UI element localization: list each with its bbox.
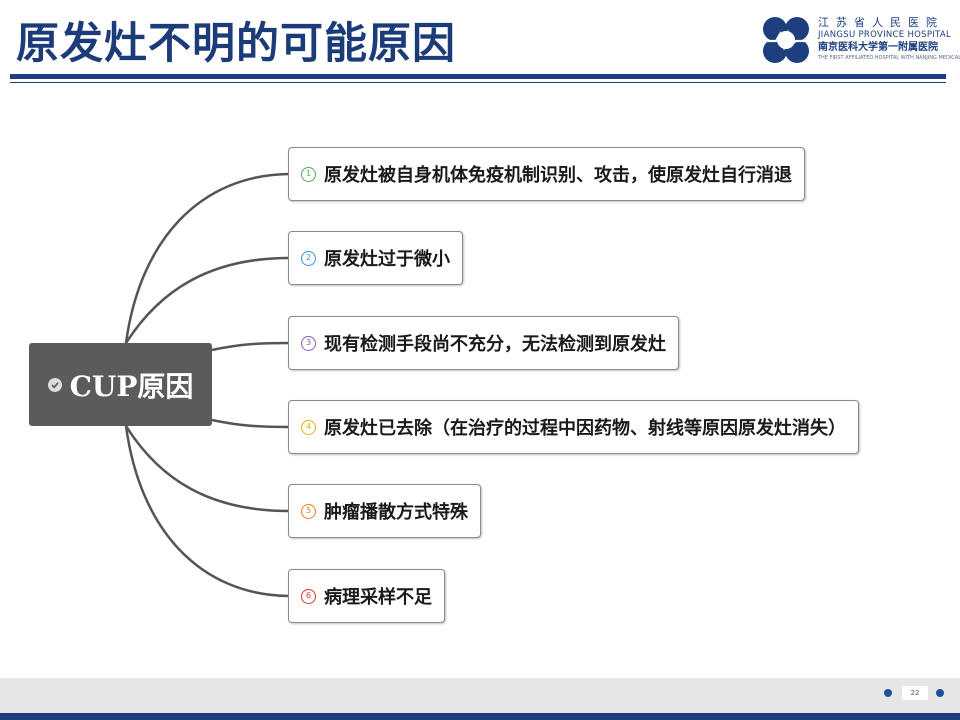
connector-2 (124, 256, 290, 344)
logo-name-cn: 江苏省人民医院 (818, 16, 944, 29)
priority-5-icon: 5 (301, 503, 316, 519)
branch-label: 原发灶已去除（在治疗的过程中因药物、射线等原因原发灶消失） (324, 418, 846, 439)
priority-2-icon: 2 (301, 250, 316, 266)
branch-node-3: 3 现有检测手段尚不充分，无法检测到原发灶 (288, 316, 679, 370)
priority-1-icon: 1 (301, 166, 316, 182)
footer-band (0, 678, 960, 713)
branch-node-1: 1 原发灶被自身机体免疫机制识别、攻击，使原发灶自行消退 (288, 147, 805, 201)
priority-6-icon: 6 (301, 588, 316, 604)
footer-bar (0, 713, 960, 720)
logo-affiliation-en: THE FIRST AFFILIATED HOSPITAL WITH NANJI… (818, 55, 960, 61)
branch-node-2: 2 原发灶过于微小 (288, 231, 463, 285)
page-number: 22 (902, 686, 928, 700)
slide-title: 原发灶不明的可能原因 (16, 19, 456, 69)
connector-1 (124, 172, 290, 344)
connector-5 (124, 425, 290, 513)
root-label: CUP原因 (69, 369, 194, 403)
connector-6 (124, 425, 290, 598)
connector-4 (211, 418, 290, 429)
branch-node-5: 5 肿瘤播散方式特殊 (288, 484, 481, 538)
branch-label: 原发灶过于微小 (324, 249, 450, 270)
hospital-logo: 江苏省人民医院 JIANGSU PROVINCE HOSPITAL 南京医科大学… (760, 14, 960, 70)
branch-label: 肿瘤播散方式特殊 (324, 502, 468, 523)
footer-dot-icon (884, 689, 892, 697)
check-icon (47, 377, 62, 392)
priority-3-icon: 3 (301, 335, 316, 351)
logo-name-en: JIANGSU PROVINCE HOSPITAL (818, 30, 952, 40)
header-rule (10, 74, 946, 79)
header-rule-thin (10, 82, 946, 83)
connector-3 (211, 341, 290, 352)
branch-label: 病理采样不足 (324, 587, 432, 608)
hospital-emblem-icon (763, 17, 809, 63)
logo-affiliation-cn: 南京医科大学第一附属医院 (818, 42, 938, 53)
footer-dot-icon (936, 689, 944, 697)
mindmap-root: CUP原因 (29, 343, 212, 426)
branch-node-6: 6 病理采样不足 (288, 569, 445, 623)
branch-label: 现有检测手段尚不充分，无法检测到原发灶 (324, 334, 666, 355)
branch-label: 原发灶被自身机体免疫机制识别、攻击，使原发灶自行消退 (324, 165, 792, 186)
branch-node-4: 4 原发灶已去除（在治疗的过程中因药物、射线等原因原发灶消失） (288, 400, 859, 454)
priority-4-icon: 4 (301, 419, 316, 435)
